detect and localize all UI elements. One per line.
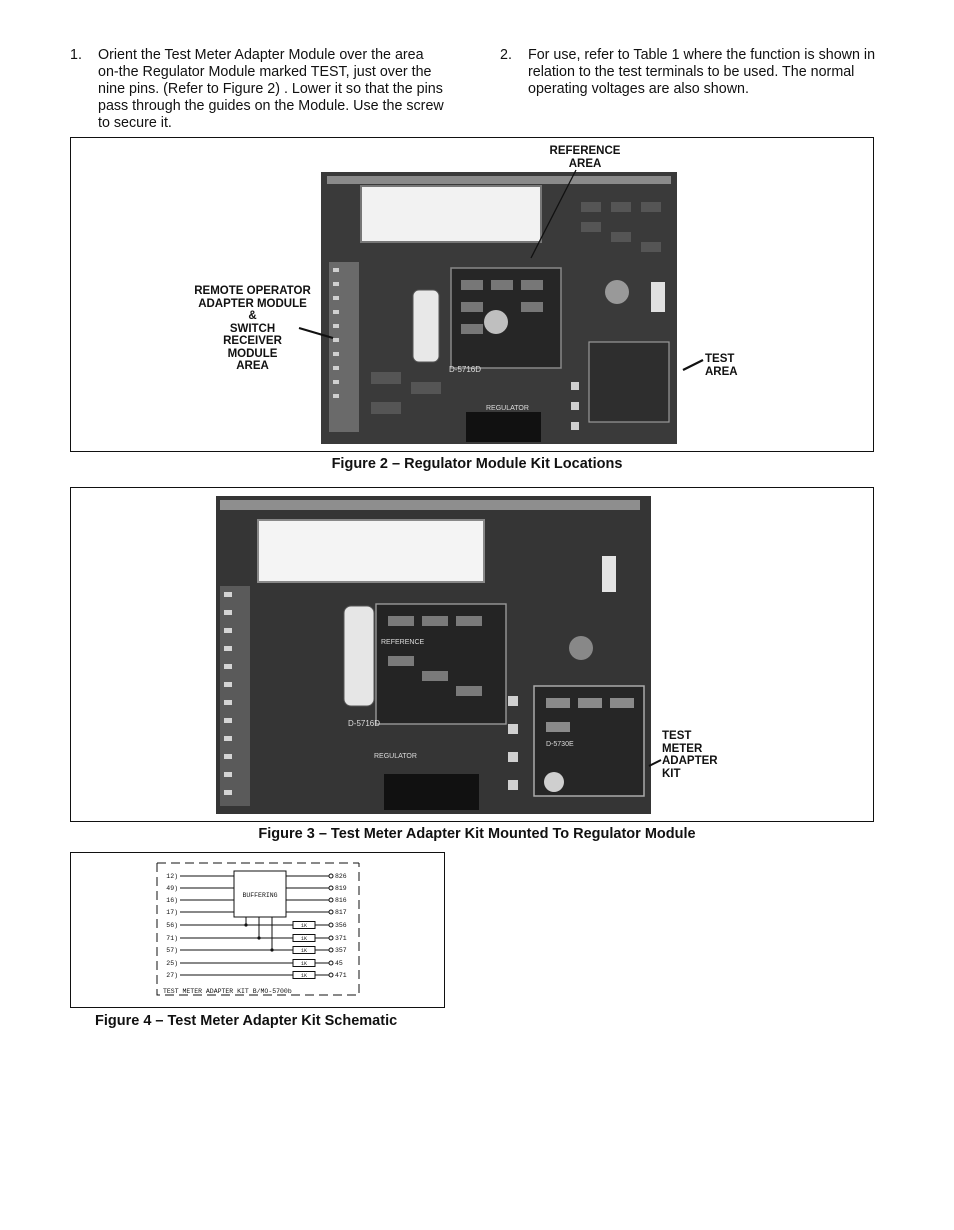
callout-line: AREA [705,365,738,378]
step-number: 1. [70,47,82,63]
remote-operator-area-callout: REMOTE OPERATOR ADAPTER MODULE & SWITCH … [170,285,335,373]
schematic-terminal [328,897,334,903]
schematic-footer: TEST METER ADAPTER KIT B/MO-5700b [163,988,292,995]
figure-2-frame: D-5716D REGULATOR [70,137,874,452]
buffering-label: BUFFERING [242,892,277,899]
schematic-terminal [328,972,334,978]
board-reference-label: REFERENCE [381,639,425,646]
schematic-input-label: 17) [166,909,178,916]
callout-line: AREA [236,360,269,372]
figure-3-caption: Figure 3 – Test Meter Adapter Kit Mounte… [258,826,696,842]
callout-line: MODULE [227,347,278,360]
schematic-resistor-label: 1K [301,923,307,929]
instruction-step-2: 2. For use, refer to Table 1 where the f… [500,47,885,101]
callout-line: RECEIVER [223,335,282,347]
callout-line: ADAPTER MODULE [198,297,307,310]
step-number: 2. [500,47,512,63]
adapter-kit-schematic: BUFFERING 12) 826 49) 819 16) 816 17) 817 56) 1K 3… [156,862,360,996]
schematic-output-label: 471 [335,972,347,979]
schematic-terminal [328,873,334,879]
schematic-output-label: 357 [335,947,347,954]
callout-line: REMOTE OPERATOR [194,285,311,297]
leader-lines-fig3 [648,759,662,767]
figure-3-frame: REFERENCE D-5716D REGULATOR D-5730E [70,487,874,822]
buffering-block [233,870,287,918]
schematic-input-label: 12) [166,873,178,880]
board-part-label: D-5716D [449,365,481,374]
schematic-terminal [328,909,334,915]
schematic-resistor-label: 1K [301,961,307,967]
schematic-dashed-border [156,862,360,996]
figure-4-caption: Figure 4 – Test Meter Adapter Kit Schema… [95,1013,398,1029]
schematic-input-label: 16) [166,897,178,904]
callout-line: AREA [568,157,602,170]
instruction-step-1: 1. Orient the Test Meter Adapter Module … [70,47,450,131]
reference-area-callout: REFERENCE AREA [530,145,640,170]
schematic-resistor-label: 1K [301,973,307,979]
schematic-input-label: 56) [166,922,178,929]
schematic-terminal [328,960,334,966]
figure-2-caption: Figure 2 – Regulator Module Kit Location… [331,456,623,472]
schematic-input-label: 49) [166,885,178,892]
schematic-input-label: 25) [166,960,178,967]
schematic-terminal [328,947,334,953]
schematic-output-label: 816 [335,897,347,904]
schematic-terminal [328,885,334,891]
callout-line: SWITCH [229,322,276,335]
adapter-part-label: D-5730E [546,741,574,748]
board-regulator-label: REGULATOR [486,405,529,412]
callout-line: REFERENCE [549,145,621,157]
callout-line: TEST [705,353,735,365]
figure-4-frame: BUFFERING 12) 826 49) 819 16) 816 17) 817 56) 1K 3… [70,852,445,1008]
schematic-terminal [328,922,334,928]
callout-line: KIT [662,767,681,780]
schematic-resistor-label: 1K [301,936,307,942]
step-text: For use, refer to Table 1 where the func… [528,47,876,97]
leader-lines-fig2 [298,169,704,371]
schematic-junction [244,923,248,927]
callout-line: METER [662,742,703,755]
schematic-junction [270,948,274,952]
schematic-output-label: 819 [335,885,347,892]
board-part-label: D-5716D [348,719,380,728]
test-area-callout: TEST AREA [705,353,750,378]
callout-line: & [248,310,257,322]
board-regulator-label: REGULATOR [374,753,417,760]
test-meter-adapter-kit-callout: TEST METER ADAPTER KIT [662,730,732,780]
schematic-input-label: 27) [166,972,178,979]
schematic-input-label: 71) [166,935,178,942]
schematic-output-label: 45 [335,960,343,967]
schematic-output-label: 356 [335,922,347,929]
schematic-output-label: 371 [335,935,347,942]
schematic-output-label: 817 [335,909,347,916]
callout-line: TEST [662,730,692,742]
schematic-input-label: 57) [166,947,178,954]
schematic-terminal [328,935,334,941]
regulator-module-photo: D-5716D REGULATOR [321,172,677,444]
step-text: Orient the Test Meter Adapter Module ove… [98,47,444,131]
schematic-resistor-label: 1K [301,948,307,954]
callout-line: ADAPTER [662,755,718,767]
adapter-kit-mounted-photo: REFERENCE D-5716D REGULATOR D-5730E [216,496,651,814]
schematic-output-label: 826 [335,873,347,880]
schematic-junction [257,936,261,940]
